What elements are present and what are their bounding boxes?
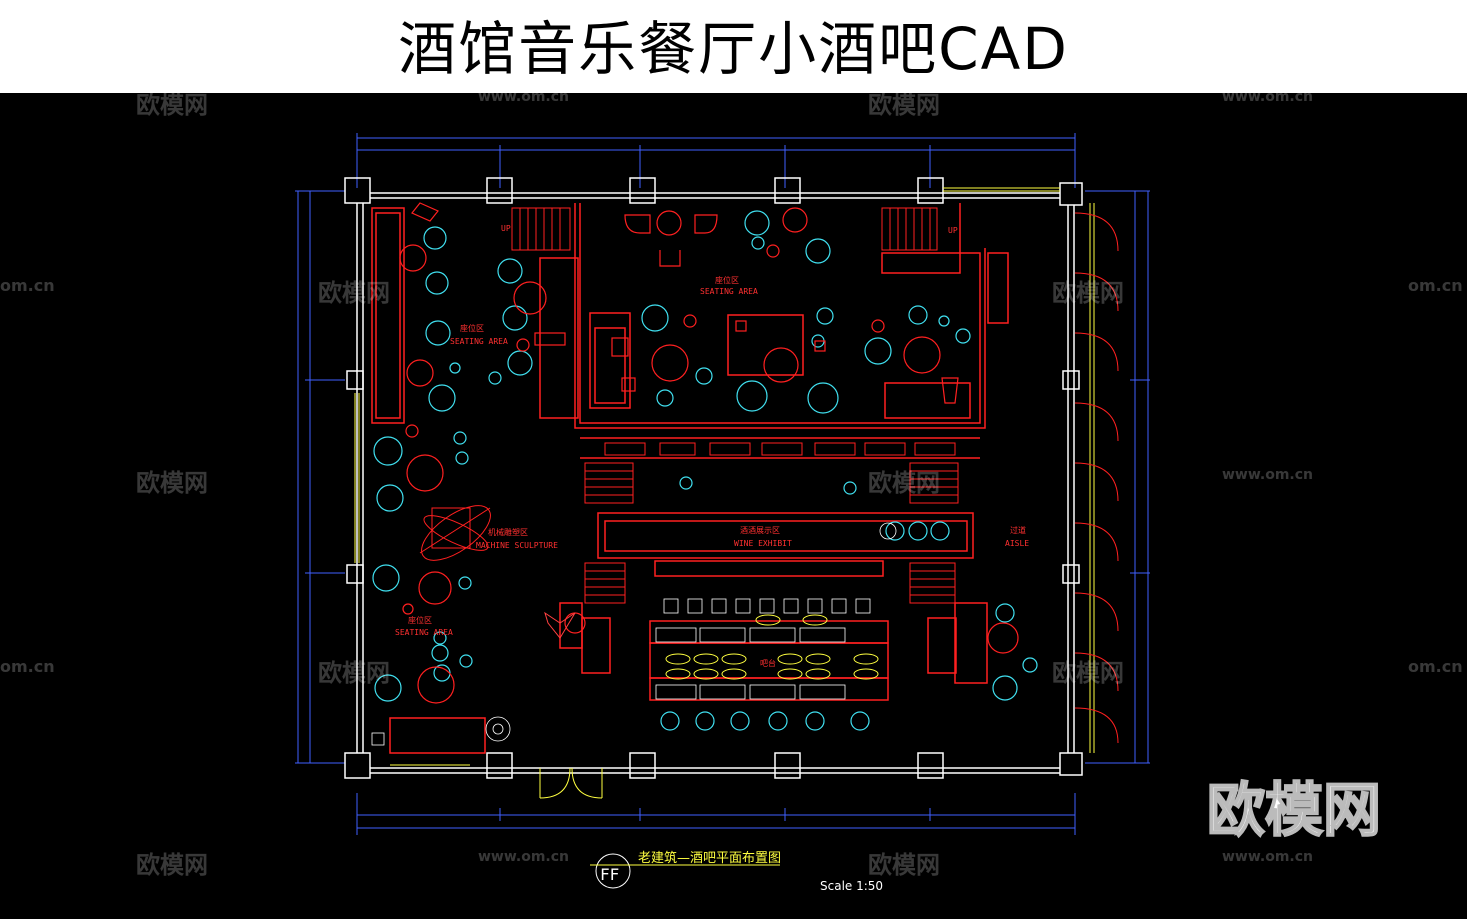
label-machine: MACHINE SCULPTURE xyxy=(476,541,558,550)
watermark-url: om.cn xyxy=(1408,657,1463,676)
label-up-right: UP xyxy=(948,226,958,235)
top-dimension-lines xyxy=(356,133,1076,188)
drawing-title-block: 老建筑—酒吧平面布置图 FF Scale 1:50 xyxy=(590,850,883,893)
watermark-brand: 欧模网 xyxy=(318,279,390,307)
bottom-dimension-lines xyxy=(356,793,1076,835)
watermark-brand: 欧模网 xyxy=(868,91,940,119)
drawing-scale: Scale 1:50 xyxy=(820,879,883,893)
label-bar-cn: 吧台 xyxy=(760,658,776,668)
label-seating-top-cn: 座位区 xyxy=(715,275,739,285)
side-dimension-lines xyxy=(295,190,1150,764)
label-seating-bl: SEATING AREA xyxy=(395,628,453,637)
watermark-url: www.om.cn xyxy=(1222,89,1314,105)
cad-canvas[interactable]: 座位区 SEATING AREA 座位区 SEATING AREA 座位区 SE… xyxy=(0,89,1467,919)
label-seating-tl-cn: 座位区 xyxy=(460,323,484,333)
outer-walls xyxy=(344,177,1083,779)
watermark-brand: 欧模网 xyxy=(136,91,208,119)
platform-walls xyxy=(371,203,1009,754)
drawing-code: FF xyxy=(600,865,619,884)
equipment-tags xyxy=(665,614,879,680)
label-aisle-cn: 过道 xyxy=(1010,525,1026,535)
label-machine-cn: 机械雕塑区 xyxy=(488,527,528,537)
watermark-url: om.cn xyxy=(0,276,55,295)
watermark-brand: 欧模网 xyxy=(318,659,390,687)
label-up-left: UP xyxy=(501,224,511,233)
floor-plan: 座位区 SEATING AREA 座位区 SEATING AREA 座位区 SE… xyxy=(295,133,1150,893)
watermark-brand: 欧模网 xyxy=(1052,279,1124,307)
stairs xyxy=(511,207,959,604)
label-seating-top: SEATING AREA xyxy=(700,287,758,296)
watermark-brand: 欧模网 xyxy=(136,851,208,879)
title-bar: 酒馆音乐餐厅小酒吧CAD xyxy=(0,0,1467,93)
right-door-swings xyxy=(1074,212,1119,744)
tables xyxy=(399,202,1019,704)
watermark-brand: 欧模网 xyxy=(868,851,940,879)
label-wine: WINE EXHIBIT xyxy=(734,539,792,548)
label-seating-bl-cn: 座位区 xyxy=(408,615,432,625)
machine-sculpture xyxy=(419,505,576,639)
label-seating-tl: SEATING AREA xyxy=(450,337,508,346)
label-wine-cn: 酒酒展示区 xyxy=(740,526,780,535)
watermark-url: om.cn xyxy=(1408,276,1463,295)
watermark-brand: 欧模网 xyxy=(136,469,208,497)
watermark-brand: 欧模网 xyxy=(868,469,940,497)
watermark-logo: 欧模网 xyxy=(1206,775,1382,845)
watermark-url: www.om.cn xyxy=(478,89,570,105)
label-aisle: AISLE xyxy=(1005,539,1029,548)
drawing-title: 老建筑—酒吧平面布置图 xyxy=(638,850,781,866)
wall-niches xyxy=(604,442,956,456)
windows xyxy=(354,187,1095,799)
bar-equipment xyxy=(371,522,897,746)
watermark-url: www.om.cn xyxy=(1222,467,1314,483)
watermark-brand: 欧模网 xyxy=(1052,659,1124,687)
page-title: 酒馆音乐餐厅小酒吧CAD xyxy=(398,14,1069,83)
watermark-url: www.om.cn xyxy=(478,849,570,865)
watermark-url: om.cn xyxy=(0,657,55,676)
watermark-url: www.om.cn xyxy=(1222,849,1314,865)
chairs xyxy=(372,210,1038,731)
